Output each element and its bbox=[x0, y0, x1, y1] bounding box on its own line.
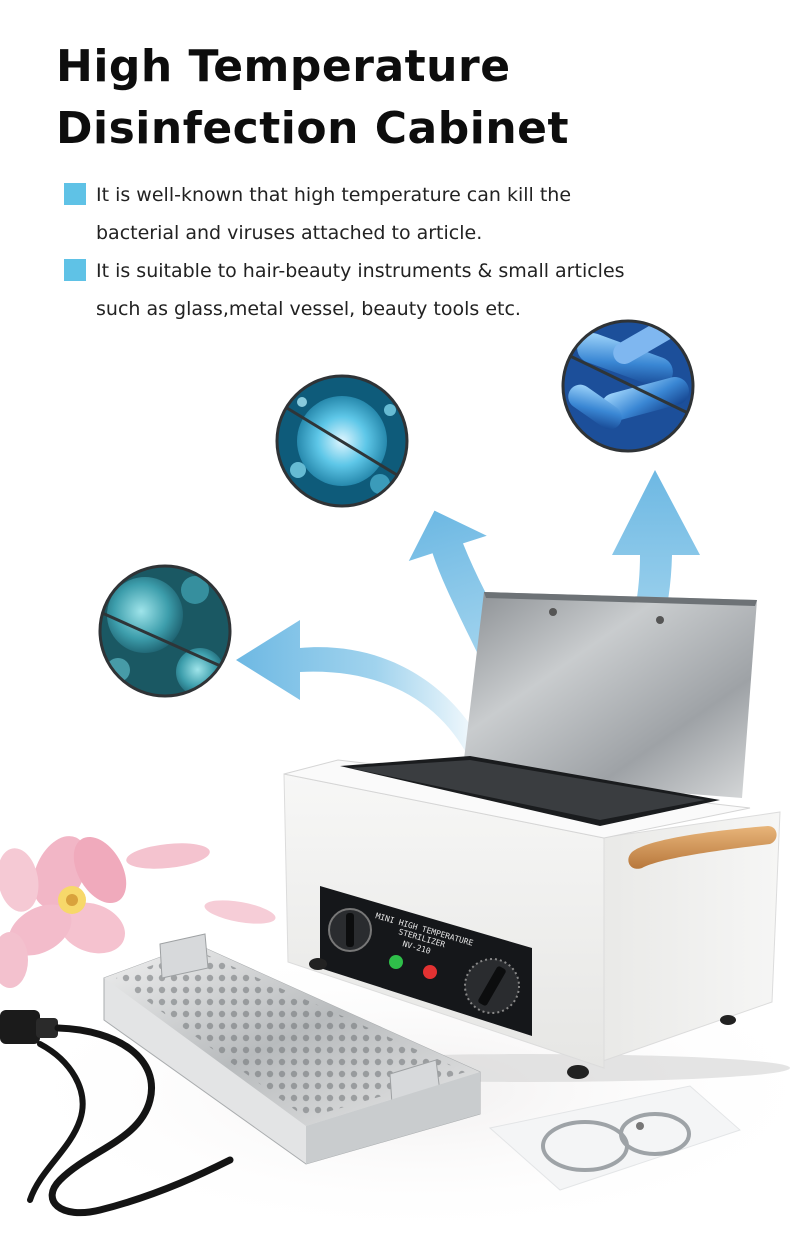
flower-decoration bbox=[0, 836, 276, 988]
feature-item: It is suitable to hair-beauty instrument… bbox=[64, 252, 704, 328]
feature-text-line: such as glass,metal vessel, beauty tools… bbox=[96, 298, 521, 320]
timer-knob bbox=[464, 958, 520, 1014]
product-illustration: MINI HIGH TEMPERATURE STERILIZER NV-210 bbox=[0, 319, 800, 1239]
stainless-tray bbox=[103, 933, 481, 1165]
green-indicator-icon bbox=[389, 955, 403, 969]
cabinet-lid bbox=[462, 592, 757, 798]
title-line-1: High Temperature bbox=[56, 41, 511, 92]
germ-circle-icon bbox=[100, 566, 230, 696]
bacteria-circle-icon bbox=[563, 321, 693, 451]
square-bullet-icon bbox=[64, 259, 86, 281]
heat-arrow-up-right bbox=[560, 470, 700, 750]
heat-arrow-left bbox=[236, 620, 490, 760]
feature-text-line: It is well-known that high temperature c… bbox=[96, 184, 572, 206]
feature-item: It is well-known that high temperature c… bbox=[64, 176, 704, 252]
power-cord bbox=[0, 1010, 234, 1217]
accessory-pack bbox=[488, 1085, 741, 1191]
square-bullet-icon bbox=[64, 183, 86, 205]
feature-text-line: It is suitable to hair-beauty instrument… bbox=[96, 260, 625, 282]
virus-circle-icon bbox=[277, 376, 407, 506]
title-line-2: Disinfection Cabinet bbox=[56, 103, 570, 154]
feature-list: It is well-known that high temperature c… bbox=[64, 176, 704, 328]
red-indicator-icon bbox=[423, 965, 437, 979]
feature-text-line: bacterial and viruses attached to articl… bbox=[96, 222, 483, 244]
wooden-handle bbox=[628, 826, 777, 869]
page-title: High Temperature Disinfection Cabinet bbox=[56, 36, 569, 160]
temperature-knob bbox=[328, 908, 372, 952]
